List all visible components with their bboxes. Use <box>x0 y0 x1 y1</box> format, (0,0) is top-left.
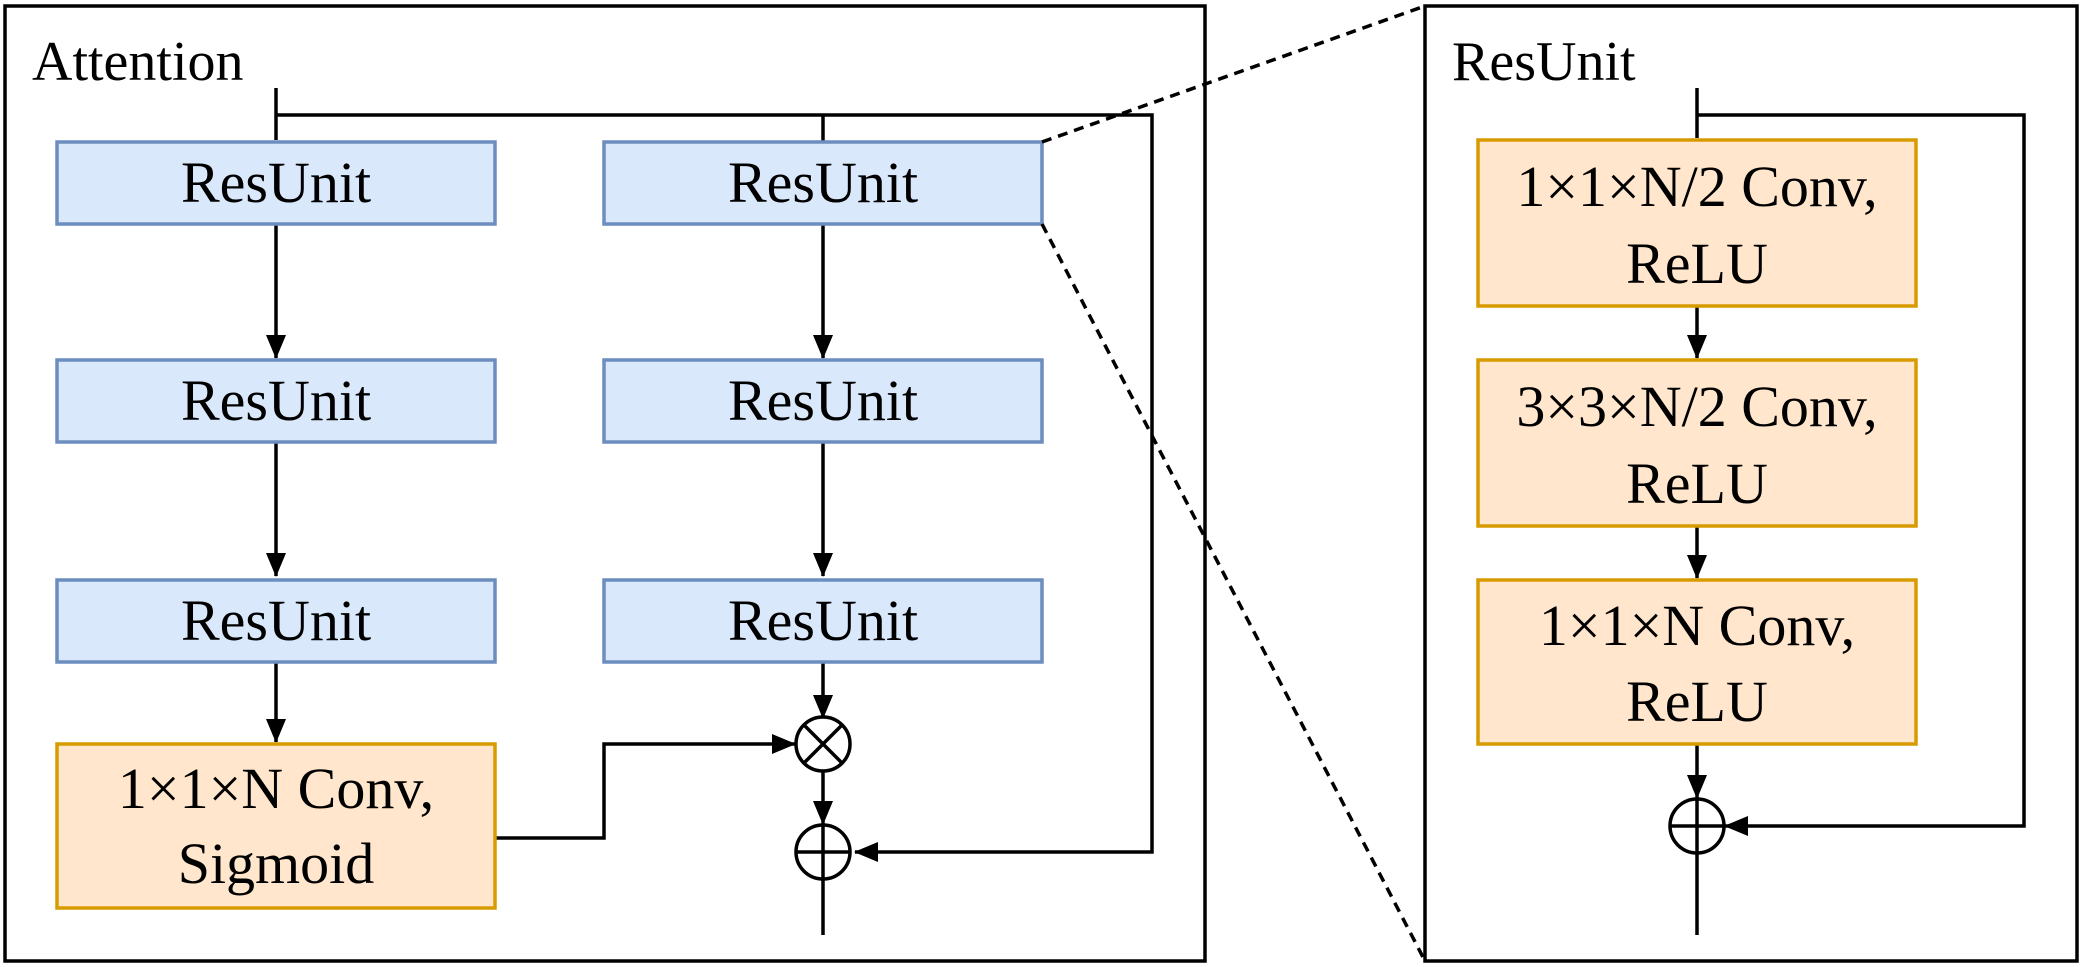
resunit-conv1-line2: ReLU <box>1626 231 1768 296</box>
resunit-skip-connection <box>1697 113 2026 836</box>
sigmoid-conv-line2: Sigmoid <box>178 831 375 896</box>
resunit-conv1-line1: 1×1×N/2 Conv, <box>1516 154 1877 219</box>
resunit-c1-2-label: ResUnit <box>181 368 371 433</box>
resunit-c2-2-label: ResUnit <box>728 368 918 433</box>
add-operator-icon <box>794 823 852 881</box>
resunit-conv1-box: 1×1×N/2 Conv, ReLU <box>1476 138 1918 308</box>
attention-panel: Attention ResUnit ResUnit ResUnit <box>3 4 1207 963</box>
attention-title: Attention <box>32 31 244 93</box>
multiply-operator-icon <box>794 715 852 773</box>
resunit-c1-3-label: ResUnit <box>181 588 371 653</box>
resunit-c2-2: ResUnit <box>602 358 1044 444</box>
sigmoid-conv-box: 1×1×N Conv, Sigmoid <box>55 742 497 910</box>
resunit-conv3-box: 1×1×N Conv, ReLU <box>1476 578 1918 746</box>
resunit-c1-2: ResUnit <box>55 358 497 444</box>
resunit-conv3-line1: 1×1×N Conv, <box>1539 593 1855 658</box>
sigmoid-conv-line1: 1×1×N Conv, <box>118 756 434 821</box>
resunit-c2-3-label: ResUnit <box>728 588 918 653</box>
resunit-c1-1-label: ResUnit <box>181 150 371 215</box>
resunit-c2-3: ResUnit <box>602 578 1044 664</box>
resunit-conv3-line2: ReLU <box>1626 669 1768 734</box>
resunit-c1-3: ResUnit <box>55 578 497 664</box>
skip-connection <box>276 113 1154 862</box>
resunit-conv2-box: 3×3×N/2 Conv, ReLU <box>1476 358 1918 528</box>
resunit-detail-panel: ResUnit 1×1×N/2 Conv, ReLU 3×3×N/2 Conv,… <box>1423 4 2079 963</box>
resunit-conv2-line1: 3×3×N/2 Conv, <box>1516 374 1877 439</box>
resunit-add-operator-icon <box>1668 797 1726 855</box>
resunit-c2-1-label: ResUnit <box>728 150 918 215</box>
zoom-line-bottom <box>1040 223 1427 962</box>
resunit-c2-1: ResUnit <box>602 140 1044 226</box>
resunit-c1-1: ResUnit <box>55 140 497 226</box>
resunit-title: ResUnit <box>1452 31 1636 93</box>
sigmoid-to-multiply <box>496 734 796 840</box>
resunit-conv2-line2: ReLU <box>1626 451 1768 516</box>
